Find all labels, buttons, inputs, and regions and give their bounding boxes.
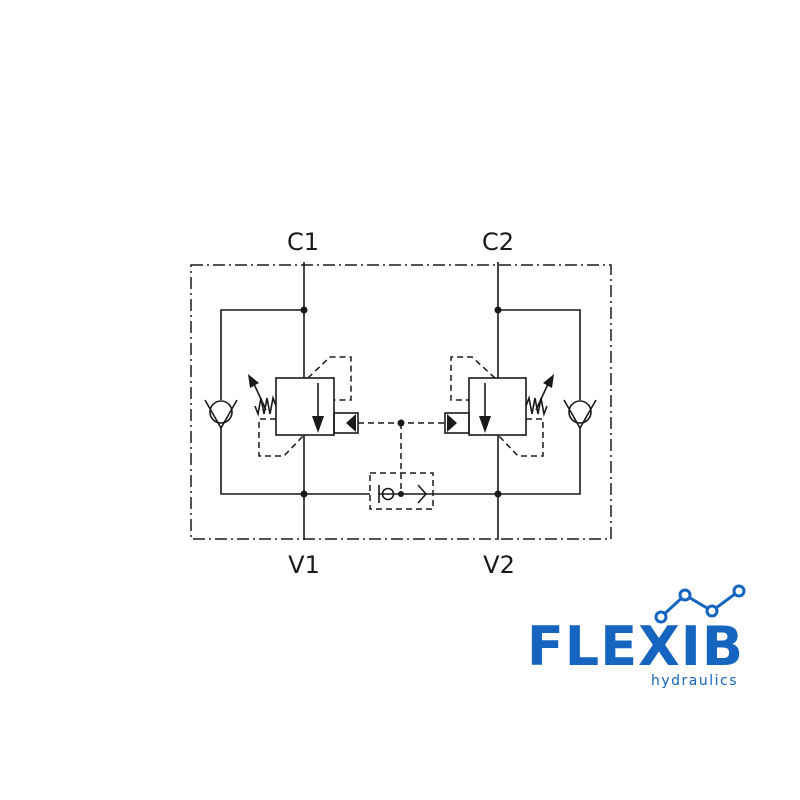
bypass-bottom-right (498, 428, 581, 495)
junction-dot (494, 306, 502, 314)
counterbalance-valve-right (468, 377, 527, 436)
pilot-arrow-icon (346, 414, 356, 432)
manifold-boundary (190, 264, 612, 540)
adjustable-spring-left (248, 374, 277, 417)
pilot-top-right (450, 356, 496, 401)
bypass-top-right (498, 309, 581, 400)
port-label-c1: C1 (287, 228, 319, 256)
counterbalance-valve-left (275, 377, 335, 436)
center-pilot-network (304, 419, 498, 510)
junction-dot (398, 491, 404, 497)
arrow-head-icon (479, 416, 491, 433)
pilot-port-right (444, 412, 470, 434)
pilot-bottom-right (497, 418, 544, 457)
right-circuit (444, 262, 597, 540)
pilot-bottom-left (258, 418, 305, 457)
graph-line-icon (654, 584, 746, 624)
check-valve-left (204, 399, 238, 430)
check-valve-right (563, 399, 597, 430)
pilot-top-left (307, 356, 352, 401)
adjustable-spring-right (525, 374, 554, 417)
pilot-arrow-icon (447, 414, 457, 432)
arrow-head-icon (312, 416, 324, 433)
bypass-top-left (220, 309, 304, 400)
port-label-v1: V1 (288, 551, 320, 579)
left-circuit (204, 262, 359, 540)
shuttle-valve-envelope (369, 472, 434, 510)
bypass-bottom-left (220, 428, 304, 495)
shuttle-ball (381, 487, 395, 501)
flexib-logo: FLEXIB hydraulics (527, 584, 746, 689)
brand-name: FLEXIB (527, 615, 744, 678)
brand-tagline: hydraulics (651, 673, 738, 689)
port-label-v2: V2 (483, 551, 515, 579)
port-label-c2: C2 (482, 228, 514, 256)
shuttle-seat-right (417, 484, 428, 504)
junction-dot (300, 306, 308, 314)
